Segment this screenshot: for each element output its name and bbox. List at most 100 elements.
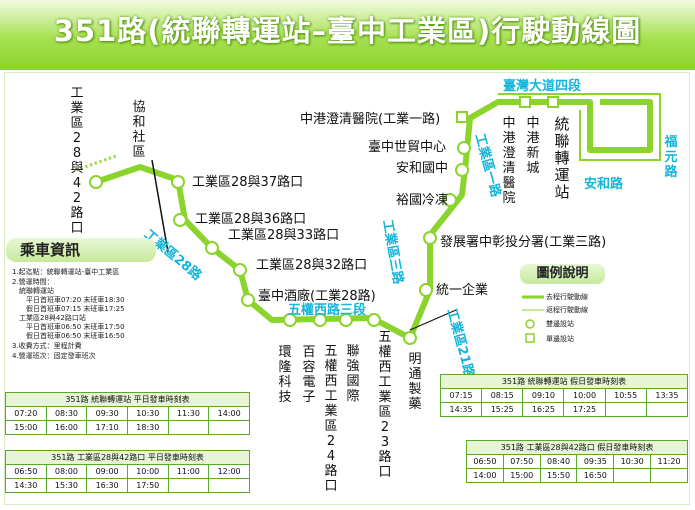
- time-cell: 06:50: [5, 464, 47, 479]
- time-cell: 15:00: [502, 468, 541, 483]
- time-cell: 10:30: [126, 406, 169, 421]
- stop-marker: [171, 175, 185, 189]
- stop-marker: [89, 175, 103, 189]
- road-label-anhe: 安和路: [584, 177, 624, 192]
- time-cell: 07:15: [439, 388, 483, 403]
- time-cell: [604, 402, 647, 417]
- stop-label-28-33: 工業區28與33路口: [228, 228, 340, 243]
- time-cell: 18:30: [126, 420, 169, 435]
- ride-info-line: 2.營運時間：: [12, 278, 54, 286]
- stop-marker-square: [547, 96, 559, 108]
- stop-marker-square: [519, 96, 531, 108]
- time-cell: [167, 420, 210, 435]
- ride-info-line: 1.起迄點：統聯轉運站-臺中工業區: [12, 268, 120, 276]
- time-cell: 14:00: [208, 406, 250, 421]
- time-cell: 16:00: [45, 420, 88, 435]
- time-cell: 12:00: [208, 464, 250, 479]
- schedule-weekday-ind: 351路 工業區28與42路口 平日發車時刻表 06:50 08:00 09:0…: [5, 450, 250, 493]
- legend-go-label: 去程行駛動線: [546, 293, 588, 301]
- time-cell: [208, 478, 250, 493]
- time-cell: 16:30: [86, 478, 128, 493]
- stop-marker: [233, 263, 247, 277]
- time-cell: 15:25: [481, 402, 524, 417]
- stop-label-uni-station: 統聯轉運站: [554, 115, 570, 201]
- stop-marker: [455, 163, 469, 177]
- time-cell: 08:15: [481, 388, 524, 403]
- legend-single-label: 單邊設站: [546, 335, 574, 343]
- ride-info-line: 平日首班車07:20 末班車18:30: [12, 296, 125, 304]
- time-cell: 08:30: [45, 406, 88, 421]
- stop-marker: [423, 231, 437, 245]
- time-cell: 09:30: [86, 406, 128, 421]
- ride-info: 乘車資訊 1.起迄點：統聯轉運站-臺中工業區 2.營運時間： 統聯轉運站 平日首…: [2, 238, 172, 386]
- time-cell: 11:00: [167, 464, 210, 479]
- ride-info-line: 工業區28與42路口站: [12, 314, 86, 322]
- stop-marker: [403, 331, 417, 345]
- stop-label-tongyi: 統一企業: [436, 283, 489, 298]
- stop-marker: [283, 313, 297, 327]
- map-frame: [4, 72, 690, 505]
- road-label-wuquan3: 五權西路三段: [288, 303, 367, 318]
- stop-label-xiehe: 協和社區: [132, 100, 146, 160]
- ride-info-line: 統聯轉運站: [12, 287, 54, 295]
- stop-label-winery: 臺中酒廠(工業28路): [258, 289, 376, 304]
- time-cell: 08:40: [539, 454, 578, 469]
- legend-heading: 圖例說明: [520, 264, 605, 284]
- ride-info-line: 平日首班車06:50 末班車17:50: [12, 323, 125, 331]
- stop-label-anhe-jr: 安和國中: [396, 161, 449, 176]
- time-cell: [613, 468, 652, 483]
- time-cell: 11:30: [167, 406, 210, 421]
- schedule-holiday-ind: 351路 工業區28與42路口 假日發車時刻表 06:50 07:50 08:4…: [466, 440, 688, 483]
- ride-info-line: 假日首班車06:50 末班車16:50: [12, 332, 125, 340]
- time-cell: 09:35: [576, 454, 615, 469]
- schedule-holiday-uni: 351路 統聯轉運站 假日發車時刻表 07:15 08:15 09:10 10:…: [439, 374, 689, 417]
- time-cell: 10:30: [613, 454, 652, 469]
- time-cell: 08:00: [45, 464, 88, 479]
- stop-label-wuquan23: 五權西工業區23路口: [378, 330, 392, 480]
- xiehe-connector: [151, 159, 169, 253]
- time-cell: 16:50: [576, 468, 615, 483]
- ind21-connector: [409, 309, 457, 331]
- route-start-dots: [75, 154, 117, 172]
- time-cell: 15:00: [5, 420, 47, 435]
- stop-marker: [339, 313, 353, 327]
- stop-marker: [173, 213, 187, 227]
- legend-both-marker: [525, 319, 535, 329]
- route-terminal-loop: [556, 99, 653, 153]
- stop-marker: [313, 313, 327, 327]
- time-cell: 06:50: [466, 454, 504, 469]
- time-cell: 10:00: [126, 464, 169, 479]
- time-cell: [208, 420, 250, 435]
- stop-label-mingtong: 明通製藥: [408, 352, 422, 412]
- schedule-caption: 351路 工業區28與42路口 假日發車時刻表: [466, 440, 688, 455]
- stop-label-hospital: 中港澄清醫院(工業一路): [300, 112, 441, 127]
- stop-label-28-32: 工業區28與32路口: [256, 258, 368, 273]
- stop-marker: [241, 293, 255, 307]
- stop-label-zg-newcity: 中港新城: [526, 116, 540, 176]
- stop-label-yuguo: 裕國冷凍: [396, 193, 449, 208]
- time-cell: 11:20: [650, 454, 688, 469]
- time-cell: 10:00: [563, 388, 606, 403]
- time-cell: [167, 478, 210, 493]
- time-cell: [650, 468, 688, 483]
- time-cell: 13:35: [645, 388, 689, 403]
- ride-info-line: 4.營運班次：固定發車班次: [12, 352, 96, 360]
- ride-info-heading: 乘車資訊: [6, 238, 156, 262]
- schedule-caption: 351路 工業區28與42路口 平日發車時刻表: [5, 450, 250, 465]
- stop-markers: [89, 96, 559, 345]
- stop-label-fazhan: 發展署中彰投分署(工業三路): [440, 235, 607, 250]
- time-cell: 17:10: [86, 420, 128, 435]
- time-cell: 07:20: [5, 406, 47, 421]
- legend-back-label: 返程行駛動線: [546, 306, 588, 314]
- time-cell: 09:00: [86, 464, 128, 479]
- header-banner: [0, 0, 695, 70]
- stop-label-28-37: 工業區28與37路口: [192, 175, 304, 190]
- legend-both-label: 雙邊設站: [546, 320, 574, 328]
- legend: 圖例說明 去程行駛動線 返程行駛動線 雙邊設站 單邊設站: [520, 264, 680, 346]
- route-back-line: [498, 93, 661, 161]
- stop-marker: [367, 313, 381, 327]
- stop-marker: [419, 283, 433, 297]
- stop-marker-square: [456, 111, 468, 123]
- stop-label-zg-hospital: 中港澄清醫院: [502, 116, 516, 206]
